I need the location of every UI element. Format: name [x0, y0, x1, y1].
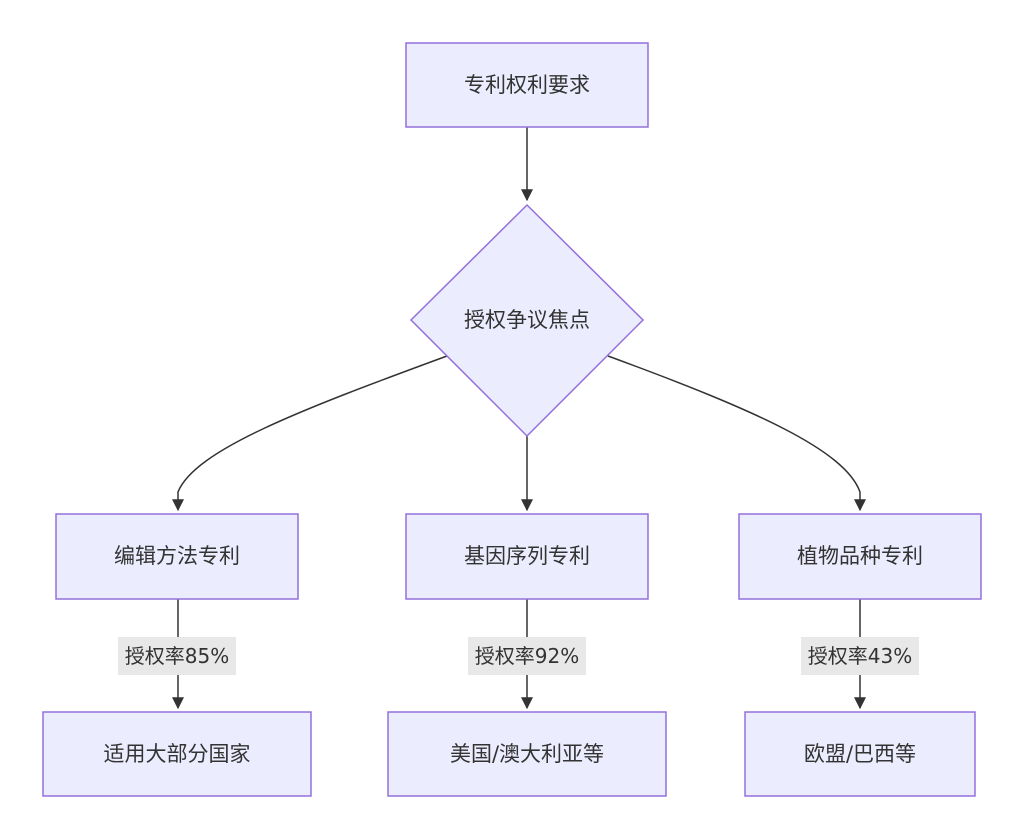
- edge-label-1: 授权率85%: [118, 637, 236, 675]
- outcome-node-1: 适用大部分国家: [42, 711, 312, 797]
- edge-label-2-text: 授权率92%: [475, 644, 579, 668]
- outcome-node-1-label: 适用大部分国家: [104, 742, 251, 766]
- edge-decision-to-branch-3: [607, 355, 866, 512]
- outcome-node-3-label: 欧盟/巴西等: [804, 742, 916, 766]
- edge-label-1-text: 授权率85%: [125, 644, 229, 668]
- branch-node-3: 植物品种专利: [738, 513, 982, 600]
- outcome-node-2-label: 美国/澳大利亚等: [450, 742, 604, 766]
- root-node: 专利权利要求: [405, 42, 649, 128]
- decision-node: 授权争议焦点: [409, 203, 645, 438]
- edge-decision-to-branch-1: [172, 355, 448, 512]
- branch-node-1: 编辑方法专利: [55, 513, 299, 600]
- branch-node-2: 基因序列专利: [405, 513, 649, 600]
- edge-label-2: 授权率92%: [468, 637, 586, 675]
- outcome-node-2: 美国/澳大利亚等: [387, 711, 667, 797]
- root-node-label: 专利权利要求: [464, 73, 590, 97]
- decision-node-label: 授权争议焦点: [464, 308, 590, 332]
- edge-label-3-text: 授权率43%: [808, 644, 912, 668]
- outcome-node-3: 欧盟/巴西等: [744, 711, 976, 797]
- edge-label-3: 授权率43%: [801, 637, 919, 675]
- branch-node-2-label: 基因序列专利: [464, 544, 590, 568]
- branch-node-3-label: 植物品种专利: [797, 544, 923, 568]
- branch-node-1-label: 编辑方法专利: [114, 544, 240, 568]
